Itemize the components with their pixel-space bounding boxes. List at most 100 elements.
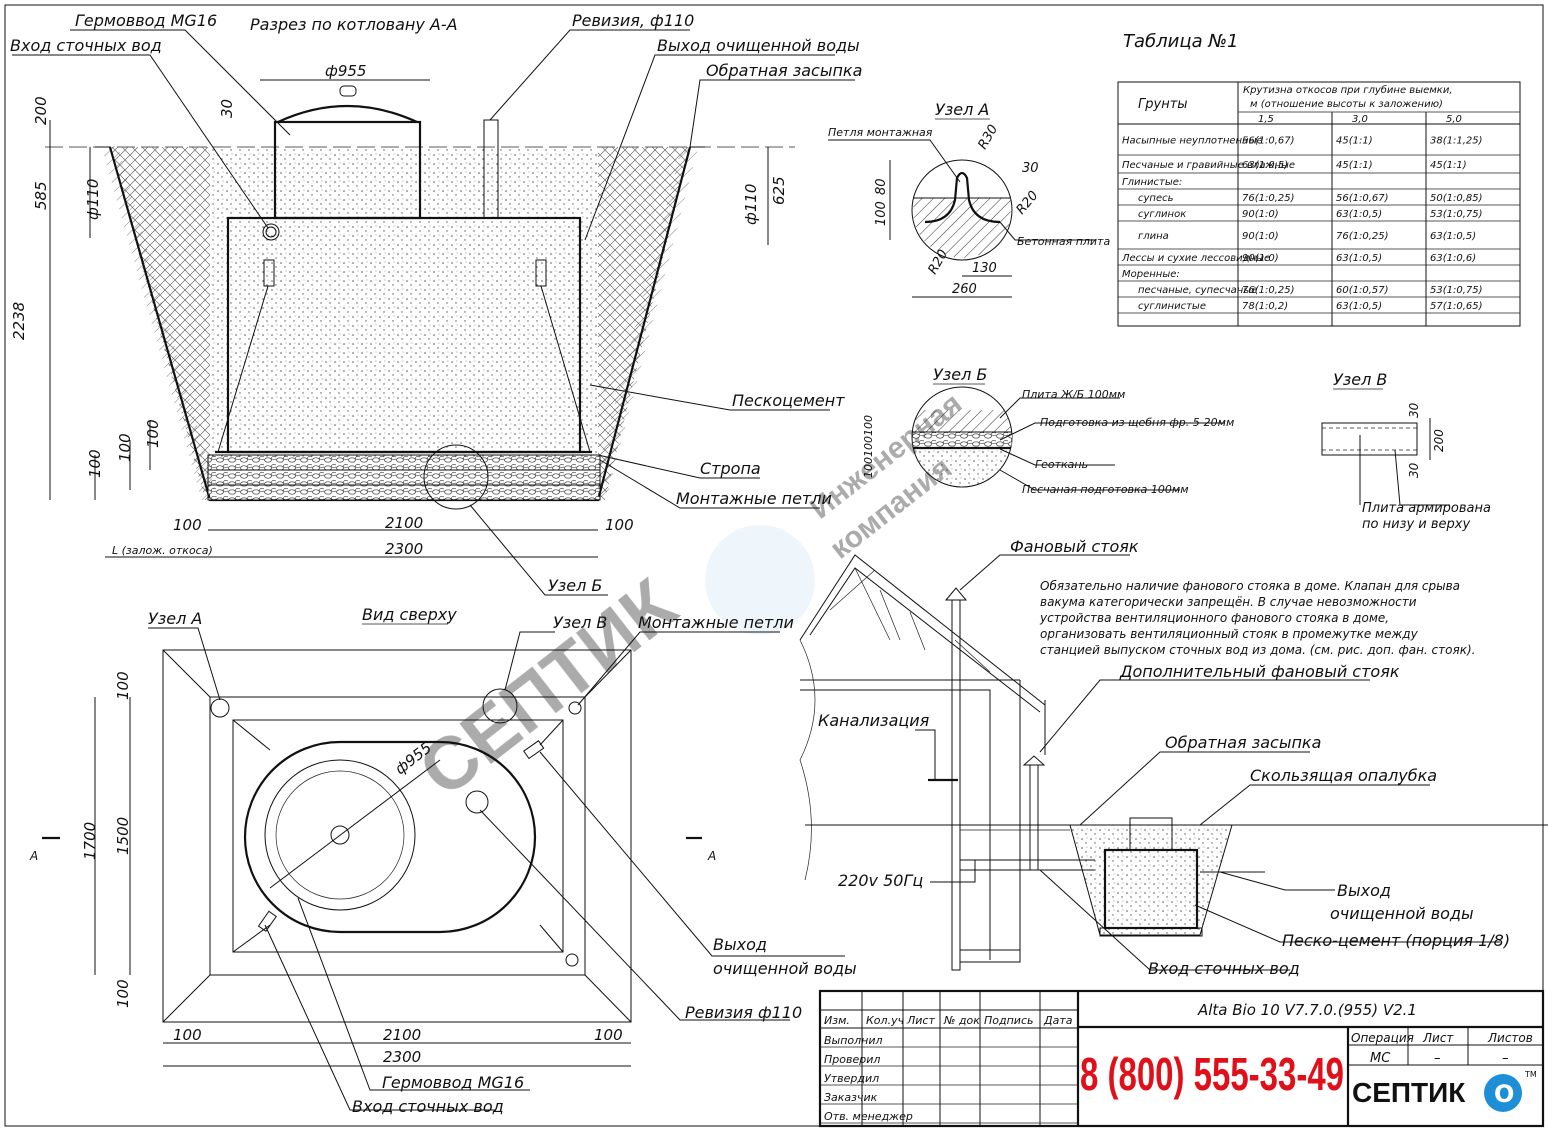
phone-number: 8 (800) 555-33-49 bbox=[1080, 1048, 1344, 1100]
node-a-title: Узел А bbox=[935, 100, 989, 119]
title-block-role: Отв. менеджер bbox=[824, 1110, 913, 1123]
table-cell: 76(1:0,25) bbox=[1242, 193, 1295, 204]
table-cell: 57(1:0,65) bbox=[1430, 301, 1483, 312]
house-vent: Фановый стояк bbox=[1010, 537, 1139, 556]
dim-w100l: 100 bbox=[173, 516, 202, 534]
brand-logo-o-letter: О bbox=[1494, 1080, 1514, 1108]
table-cell: 90(1:0) bbox=[1242, 209, 1279, 220]
dim-w2100-top: 2100 bbox=[383, 1026, 421, 1044]
table-cell: 53(1:0,75) bbox=[1430, 285, 1483, 296]
node-a-circle bbox=[911, 159, 1013, 261]
node-b-gravel: Подготовка из щебня фр. 5-20мм bbox=[1040, 416, 1234, 429]
dim-w100l-top: 100 bbox=[173, 1026, 202, 1044]
neck-circle bbox=[264, 759, 416, 911]
brand-tm: TM bbox=[1524, 1070, 1537, 1079]
house-sewer: Канализация bbox=[818, 711, 930, 730]
sand-cement-fill bbox=[210, 147, 598, 460]
table-cell: 45(1:1) bbox=[1336, 136, 1373, 147]
table-cell: 63(1:0,5) bbox=[1336, 301, 1382, 312]
sling-right bbox=[540, 285, 591, 453]
house-outlet-1: Выход bbox=[1337, 881, 1391, 900]
node-a-d260: 260 bbox=[952, 282, 977, 297]
plate-section bbox=[1321, 422, 1418, 456]
house-outlet-2: очищенной воды bbox=[1330, 904, 1474, 923]
watermark-badge bbox=[705, 525, 815, 635]
pit-outline-top bbox=[162, 649, 632, 1023]
sling-left bbox=[217, 285, 269, 453]
top-label-outlet-2: очищенной воды bbox=[713, 959, 857, 978]
node-v-circle bbox=[482, 688, 518, 724]
dim-w2100: 2100 bbox=[385, 514, 423, 532]
table-row-name: Моренные: bbox=[1122, 269, 1180, 280]
vent-note-line: станцией выпуском сточных вод из дома. (… bbox=[1040, 643, 1475, 657]
dim-d110-left: ф110 bbox=[84, 179, 102, 220]
dim-h100b-top: 100 bbox=[114, 979, 132, 1008]
title-block-frame bbox=[818, 989, 1545, 1128]
table-cell: 63(1:0,5) bbox=[1430, 231, 1476, 242]
table-row-name: супесь bbox=[1138, 193, 1174, 204]
dim-h30: 30 bbox=[218, 99, 236, 118]
top-label-node-v: Узел В bbox=[553, 613, 607, 632]
op-value: МС bbox=[1370, 1051, 1391, 1066]
dim-h200: 200 bbox=[32, 96, 50, 125]
dim-slope: L (залож. откоса) bbox=[112, 544, 213, 557]
node-v-plate-1: Плита армирована bbox=[1362, 501, 1491, 516]
top-view: Вид сверху ф955 100 1700 1500 100 bbox=[29, 605, 857, 1116]
revision-top bbox=[465, 790, 489, 814]
section-title: Разрез по котловану А-А bbox=[250, 15, 458, 34]
node-b-slab: Плита Ж/Б 100мм bbox=[1022, 388, 1125, 401]
sheets-value: – bbox=[1502, 1051, 1509, 1066]
label-backfill: Обратная засыпка bbox=[706, 61, 862, 80]
table-cell: 78(1:0,2) bbox=[1242, 301, 1288, 312]
table-cell: 90(1:0) bbox=[1242, 253, 1279, 264]
dim-h625: 625 bbox=[770, 176, 788, 205]
mini-pit bbox=[1069, 824, 1233, 936]
table-cell: 63(1:0,5) bbox=[1336, 253, 1382, 264]
title-block-header: Изм. bbox=[824, 1014, 850, 1027]
op-label: Операция bbox=[1351, 1031, 1414, 1045]
label-outlet: Выход очищенной воды bbox=[657, 36, 860, 55]
node-v-title: Узел В bbox=[1333, 370, 1387, 389]
table-cell: 90(1:0) bbox=[1242, 231, 1279, 242]
sheet-label: Лист bbox=[1422, 1031, 1454, 1045]
table-depth: 1,5 bbox=[1258, 114, 1274, 125]
table-cell: 63(1:0,6) bbox=[1430, 253, 1476, 264]
table-cell: 50(1:0,85) bbox=[1430, 193, 1483, 204]
dim-h100b: 100 bbox=[116, 433, 134, 462]
roof-line bbox=[799, 554, 1046, 706]
table-row-name: глина bbox=[1138, 231, 1169, 242]
brand-logo-o bbox=[1484, 1074, 1522, 1112]
table-title: Таблица №1 bbox=[1123, 31, 1239, 52]
loop-profile bbox=[924, 171, 1001, 224]
dim-h2238: 2238 bbox=[10, 302, 28, 340]
sheets-label: Листов bbox=[1487, 1031, 1533, 1045]
inlet-pipe bbox=[262, 223, 280, 241]
table-row-name: Насыпные неуплотненные bbox=[1122, 136, 1263, 147]
node-a-r30: R30 bbox=[975, 122, 1001, 152]
dim-h100c: 100 bbox=[144, 419, 162, 448]
dim-d110-right: ф110 bbox=[742, 184, 760, 225]
node-a-d100: 100 bbox=[874, 201, 889, 226]
sheet-frame bbox=[4, 4, 1544, 1127]
label-revision: Ревизия, ф110 bbox=[572, 11, 694, 30]
table-cell: 60(1:0,57) bbox=[1336, 285, 1389, 296]
top-label-inlet: Вход сточных вод bbox=[352, 1097, 504, 1116]
dim-d955: ф955 bbox=[325, 62, 366, 80]
dim-h585: 585 bbox=[32, 181, 50, 210]
label-germovvod: Гермоввод MG16 bbox=[75, 11, 217, 30]
dim-h1500: 1500 bbox=[114, 817, 132, 855]
title-block-header: Кол.уч bbox=[866, 1014, 905, 1027]
house-sandcement: Песко-цемент (порция 1/8) bbox=[1282, 931, 1510, 950]
tank-neck bbox=[273, 120, 422, 220]
table-cell: 45(1:1) bbox=[1430, 160, 1467, 171]
sheet-value: – bbox=[1434, 1051, 1441, 1066]
dim-w2300-top: 2300 bbox=[383, 1048, 421, 1066]
soil-table: Таблица №1 Грунты Крутизна откосов при г… bbox=[1117, 31, 1521, 327]
node-a-detail: Узел А Петля монтажная Бетонная плита R3… bbox=[828, 100, 1110, 298]
house-formwork: Скользящая опалубка bbox=[1250, 766, 1437, 785]
dim-w100r: 100 bbox=[605, 516, 634, 534]
table-cell: 45(1:1) bbox=[1336, 160, 1373, 171]
